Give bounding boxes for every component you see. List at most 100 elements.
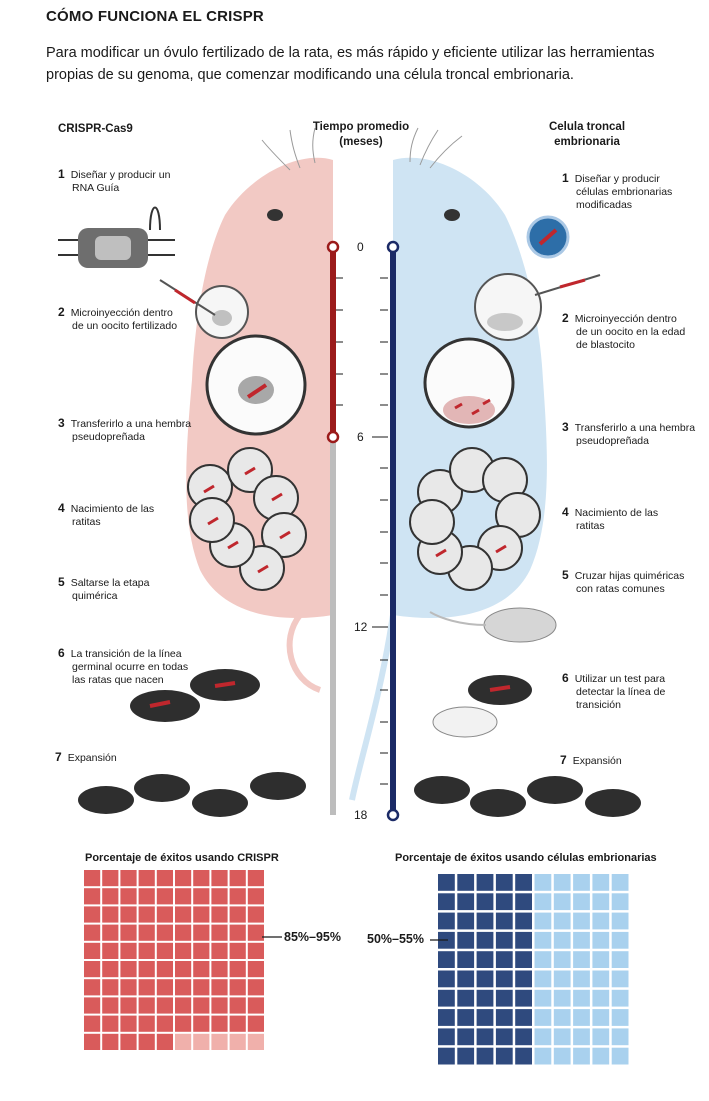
waffle-cell — [592, 931, 610, 949]
waffle-cell — [457, 951, 475, 968]
blastocyst-icon — [423, 337, 515, 429]
timeline-header: Tiempo promedio (meses) — [300, 120, 422, 150]
waffle-cell — [156, 906, 173, 923]
waffle-cell — [534, 1009, 552, 1026]
waffle-cell — [102, 870, 119, 887]
step-text: transición — [576, 699, 621, 711]
waffle-cell — [138, 961, 155, 978]
waffle-cell — [573, 893, 590, 911]
waffle-cell — [84, 997, 101, 1014]
step-number: 4 — [562, 505, 569, 519]
waffle-cell — [175, 870, 192, 887]
waffle-cell — [573, 912, 590, 930]
waffle-cell — [592, 989, 610, 1007]
esc-header-line1: Celula troncal — [548, 121, 626, 133]
waffle-cell — [84, 924, 101, 941]
timeline-header-line2: (meses) — [339, 136, 383, 148]
waffle-cell — [211, 942, 228, 959]
waffle-cell — [592, 874, 610, 891]
black-rats-step6-left — [130, 669, 260, 722]
waffle-cell — [476, 1047, 494, 1065]
waffle-cell — [592, 912, 610, 930]
rna-guide-icon — [58, 206, 175, 268]
waffle-cell — [138, 888, 155, 905]
waffle-cell — [156, 997, 173, 1014]
waffle-cell — [138, 979, 155, 996]
waffle-cell — [247, 1015, 264, 1032]
step-text: Microinyección dentro — [574, 313, 677, 325]
waffle-cell — [573, 1009, 590, 1026]
waffle-cell — [438, 912, 455, 930]
waffle-cell — [476, 912, 494, 930]
waffle-cell — [211, 924, 228, 941]
waffle-cell — [102, 997, 119, 1014]
step-number: 7 — [55, 750, 62, 764]
waffle-cell — [156, 942, 173, 959]
step-text: Expansión — [67, 752, 117, 764]
step-text: las ratas que nacen — [72, 674, 164, 686]
waffle-cell — [495, 893, 513, 911]
waffle-cell — [553, 1047, 571, 1065]
esc-pct-label: 50%–55% — [367, 932, 424, 946]
waffle-cell — [247, 979, 264, 996]
waffle-cell — [84, 979, 101, 996]
tick-6: 6 — [357, 430, 364, 444]
waffle-cell — [515, 1009, 532, 1026]
waffle-cell — [457, 1009, 475, 1026]
waffle-cell — [553, 951, 571, 968]
step-text: germinal ocurre en todas — [72, 661, 189, 673]
waffle-cell — [553, 874, 571, 891]
waffle-cell — [84, 888, 101, 905]
step-number: 5 — [562, 568, 569, 582]
waffle-cell — [247, 924, 264, 941]
waffle-cell — [211, 888, 228, 905]
waffle-cell — [457, 931, 475, 949]
rats-step6-right — [432, 675, 532, 738]
waffle-cell — [495, 1047, 513, 1065]
waffle-cell — [573, 1047, 590, 1065]
waffle-cell — [515, 874, 532, 891]
waffle-cell — [553, 893, 571, 911]
waffle-cell — [193, 1015, 210, 1032]
intro-paragraph: Para modificar un óvulo fertilizado de l… — [46, 45, 655, 83]
waffle-cell — [229, 942, 246, 959]
crispr-success-waffle — [84, 870, 264, 1050]
waffle-cell — [495, 912, 513, 930]
fertilized-oocyte-icon — [159, 279, 249, 339]
step-text: Nacimiento de las — [574, 507, 659, 519]
waffle-cell — [229, 1033, 246, 1050]
waffle-cell — [120, 979, 137, 996]
step-text: quimérica — [72, 590, 118, 602]
step-text: Utilizar un test para — [574, 673, 666, 685]
waffle-cell — [611, 931, 629, 949]
waffle-cell — [553, 970, 571, 988]
waffle-cell — [193, 997, 210, 1014]
waffle-cell — [175, 997, 192, 1014]
waffle-cell — [457, 1028, 475, 1046]
waffle-cell — [495, 951, 513, 968]
waffle-cell — [611, 1047, 629, 1065]
waffle-cell — [138, 942, 155, 959]
step-number: 1 — [58, 167, 65, 181]
waffle-cell — [611, 1028, 629, 1046]
waffle-cell — [84, 961, 101, 978]
page-title: CÓMO FUNCIONA EL CRISPR — [46, 8, 264, 25]
step-text: con ratas comunes — [576, 583, 665, 595]
crispr-step-7: 7 Expansión — [55, 751, 117, 765]
waffle-cell — [229, 924, 246, 941]
waffle-cell — [534, 970, 552, 988]
waffle-cell — [138, 870, 155, 887]
waffle-cell — [476, 1009, 494, 1026]
waffle-cell — [438, 1028, 455, 1046]
waffle-cell — [573, 989, 590, 1007]
esc-chart-title: Porcentaje de éxitos usando células embr… — [395, 852, 657, 864]
waffle-cell — [457, 874, 475, 891]
waffle-cell — [102, 942, 119, 959]
